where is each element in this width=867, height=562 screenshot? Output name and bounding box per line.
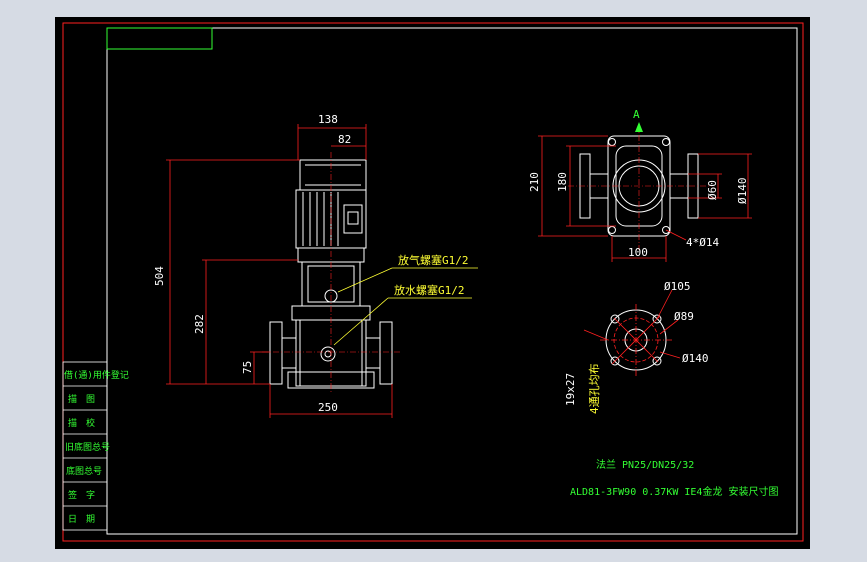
dim-pcd: Ø89 — [674, 310, 694, 323]
flange-spec: 法兰 PN25/DN25/32 — [596, 458, 694, 471]
corner-stamp-box — [106, 27, 213, 50]
side-table-row-3: 描 校 — [68, 417, 95, 429]
side-table-row-2: 描 图 — [68, 393, 95, 405]
dim-pcd-outer: Ø105 — [664, 280, 691, 293]
dim-top-width: 138 — [318, 113, 338, 126]
side-table-row-6: 签 字 — [68, 489, 95, 501]
note-vent-plug: 放气螺塞G1/2 — [398, 253, 469, 267]
front-view-center-lines — [262, 152, 400, 392]
model-title: ALD81-3FW90 0.37KW IE4金龙 安装尺寸图 — [570, 485, 778, 498]
side-table-row-1: 借(通)用件登记 — [64, 369, 129, 381]
side-table-row-7: 日 期 — [68, 514, 95, 525]
dim-flange-140: Ø140 — [682, 352, 709, 365]
side-table-row-4: 旧底图总号 — [65, 441, 110, 453]
outer-frame — [62, 22, 804, 542]
dim-inner: 180 — [556, 172, 569, 192]
dim-overall: 210 — [528, 172, 541, 192]
dim-motor-offset: 82 — [338, 133, 351, 146]
top-view-dimension-lines — [538, 135, 752, 262]
dim-pipe-inner: Ø60 — [706, 180, 719, 200]
top-view-center-lines — [568, 124, 712, 250]
dim-flange-height: 75 — [241, 361, 254, 374]
dim-base-width: 250 — [318, 401, 338, 414]
note-flange-holes: 4通孔均布 — [588, 363, 601, 414]
dim-slot: 19x27 — [564, 373, 577, 406]
inner-frame — [106, 27, 798, 535]
side-table-row-5: 底图总号 — [66, 465, 102, 477]
side-table — [62, 361, 108, 531]
front-view-dimension-lines — [166, 124, 393, 418]
dim-flange-outer: Ø140 — [736, 178, 749, 205]
dim-holes: 4*Ø14 — [686, 236, 719, 249]
front-view-leaders — [333, 267, 478, 346]
dim-center-height: 282 — [193, 314, 206, 334]
flange-view-lines — [583, 289, 681, 376]
top-view-label: A — [633, 108, 640, 121]
sheet-background — [55, 17, 810, 549]
dim-total-height: 504 — [153, 266, 166, 286]
view-arrow-icon — [635, 122, 643, 132]
note-drain-plug: 放水螺塞G1/2 — [394, 283, 465, 297]
dim-base-100: 100 — [628, 246, 648, 259]
